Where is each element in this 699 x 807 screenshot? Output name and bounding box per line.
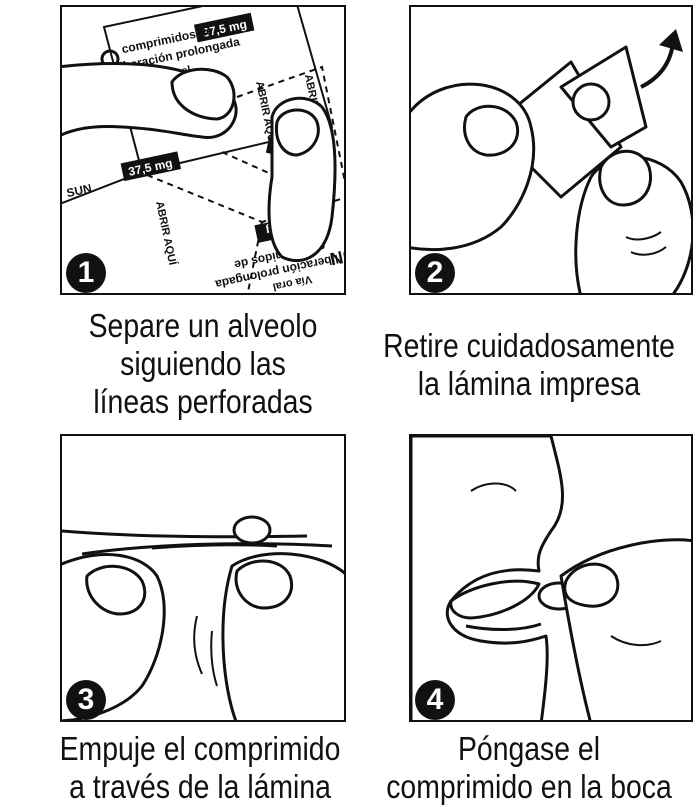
step-number-1: 1 xyxy=(66,253,106,293)
step-2-panel: 2 xyxy=(409,5,693,295)
step-2-caption: Retire cuidadosamente la lámina impresa xyxy=(366,327,693,403)
curved-arrow-icon xyxy=(640,41,675,89)
push-tablet-illustration xyxy=(62,515,344,720)
step-2-caption-line-1: Retire cuidadosamente xyxy=(383,327,675,364)
step-3-caption: Empuje el comprimido a través de la lámi… xyxy=(28,730,372,806)
peel-foil-illustration xyxy=(411,29,691,293)
step-number-4: 4 xyxy=(415,680,455,720)
tablet-icon xyxy=(232,515,272,545)
step-2-caption-line-2: la lámina impresa xyxy=(417,365,641,402)
step-4-caption-line-2: comprimido en la boca xyxy=(386,768,672,805)
step-number-2: 2 xyxy=(415,253,455,293)
step-1-caption-line-3: líneas perforadas xyxy=(93,383,313,420)
step-4-caption-line-1: Póngase el xyxy=(457,730,601,767)
open-here-2: ABRIR AQUÍ xyxy=(153,200,179,267)
step-1-caption-line-1: Separe un alveolo xyxy=(88,307,318,344)
step-4-caption: Póngase el comprimido en la boca xyxy=(366,730,693,806)
step-1-caption-line-2: siguiendo las xyxy=(120,345,286,382)
step-1-panel: 37,5 mg comprimidos de liberación prolon… xyxy=(60,5,346,295)
step-number-3: 3 xyxy=(66,680,106,720)
step-3-caption-line-1: Empuje el comprimido xyxy=(59,730,341,767)
step-3-panel: 3 xyxy=(60,434,346,722)
take-tablet-illustration xyxy=(411,436,691,720)
step-3-caption-line-2: a través de la lámina xyxy=(69,768,331,805)
step-4-panel: 4 xyxy=(409,434,693,722)
brand-logo-text-2: SUN xyxy=(65,181,93,200)
step-1-caption: Separe un alveolo siguiendo las líneas p… xyxy=(46,307,361,421)
blister-separate-illustration: 37,5 mg comprimidos de liberación prolon… xyxy=(62,7,344,293)
